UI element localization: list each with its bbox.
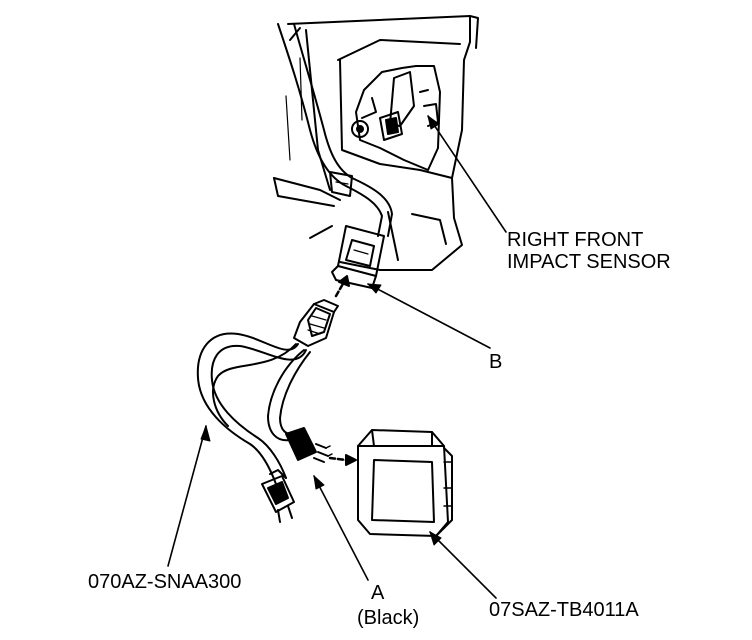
vehicle-body-panel (273, 15, 479, 271)
connector-a-color-label: (Black) (357, 607, 420, 629)
impact-sensor (351, 65, 441, 171)
impact-sensor-label-line1: RIGHT FRONT (507, 229, 644, 251)
adapter-connector (293, 299, 339, 347)
connector-a-label: A (371, 582, 385, 604)
impact-sensor-label-line2: IMPACT SENSOR (507, 251, 671, 273)
harness-part-number-label: 070AZ-SNAA300 (88, 571, 242, 593)
connector-a (285, 427, 333, 463)
connection-arrowhead-a (345, 454, 357, 466)
connector-b (331, 225, 385, 289)
adapter-harness-cable (196, 332, 311, 485)
leader-b (367, 283, 491, 349)
harness-end-plug (261, 469, 295, 523)
impact-sensor-label: RIGHT FRONT IMPACT SENSOR (507, 229, 671, 273)
leader-lines (167, 115, 507, 599)
sensor-tester-box (357, 429, 453, 537)
leader-a (313, 475, 369, 581)
leader-tester (429, 531, 497, 599)
connector-b-label: B (489, 351, 503, 373)
vehicle-harness (277, 23, 393, 237)
leader-sensor (427, 115, 507, 233)
leader-harness (167, 425, 207, 567)
tester-part-number-label: 07SAZ-TB4011A (489, 599, 639, 621)
leader-arrowheads (200, 115, 442, 546)
connection-arrowhead-b (338, 275, 350, 287)
connection-arrow-a (328, 456, 348, 462)
